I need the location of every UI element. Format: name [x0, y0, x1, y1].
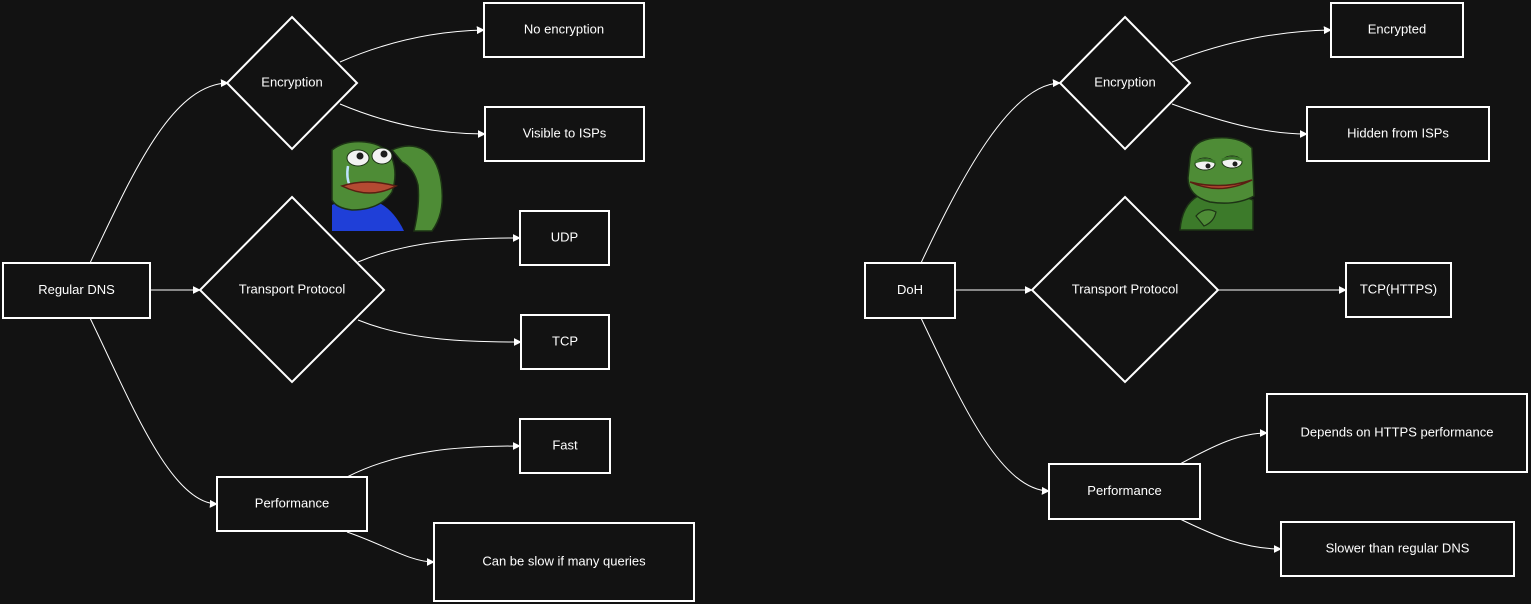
regular-dns-node: Regular DNS — [2, 262, 151, 319]
doh-encryption-label: Encryption — [1094, 74, 1155, 89]
sad-frog-icon — [331, 140, 444, 232]
doh-diagram: DoH Encryption Encrypted Hidden from ISP… — [864, 2, 1528, 577]
edge-doh-performance-slower — [1179, 518, 1282, 553]
udp-node: UDP — [519, 210, 610, 266]
edge-root-performance — [89, 317, 218, 508]
transport-decision: Transport Protocol — [198, 195, 386, 384]
no-encryption-node: No encryption — [483, 2, 645, 58]
hidden-isps-label: Hidden from ISPs — [1347, 125, 1449, 140]
depends-https-node: Depends on HTTPS performance — [1266, 393, 1528, 473]
slow-label: Can be slow if many queries — [482, 553, 646, 568]
edge-performance-fast — [346, 442, 521, 478]
smug-frog-icon — [1179, 136, 1255, 231]
performance-node: Performance — [216, 476, 368, 532]
regular-dns-label: Regular DNS — [38, 282, 115, 297]
slow-node: Can be slow if many queries — [433, 522, 695, 602]
edge-encryption-visible — [339, 103, 486, 138]
edge-doh-performance — [920, 317, 1050, 495]
hidden-isps-node: Hidden from ISPs — [1306, 106, 1490, 162]
doh-performance-node: Performance — [1048, 463, 1201, 520]
regular-dns-diagram: Regular DNS Encryption No encryption Vis… — [2, 2, 695, 602]
tcp-node: TCP — [520, 314, 610, 370]
edge-performance-slow — [346, 531, 435, 566]
visible-isps-node: Visible to ISPs — [484, 106, 645, 162]
visible-isps-label: Visible to ISPs — [523, 125, 607, 140]
slower-node: Slower than regular DNS — [1280, 521, 1515, 577]
tcp-https-label: TCP(HTTPS) — [1360, 281, 1437, 296]
fast-node: Fast — [519, 418, 611, 474]
encrypted-label: Encrypted — [1368, 21, 1427, 36]
doh-performance-label: Performance — [1087, 483, 1161, 498]
no-encryption-label: No encryption — [524, 21, 604, 36]
edge-doh-encryption — [920, 79, 1061, 264]
edge-doh-encryption-hidden — [1171, 103, 1308, 138]
doh-label: DoH — [897, 282, 923, 297]
performance-label: Performance — [255, 495, 329, 510]
udp-label: UDP — [551, 229, 578, 244]
encrypted-node: Encrypted — [1330, 2, 1464, 58]
doh-transport-label: Transport Protocol — [1072, 281, 1179, 296]
tcp-label: TCP — [552, 333, 578, 348]
doh-transport-decision: Transport Protocol — [1030, 195, 1220, 384]
edge-transport-udp — [357, 234, 521, 263]
tcp-https-node: TCP(HTTPS) — [1345, 262, 1452, 318]
fast-label: Fast — [552, 437, 578, 452]
edge-doh-encryption-encrypted — [1171, 26, 1332, 63]
encryption-decision: Encryption — [225, 15, 359, 151]
slower-label: Slower than regular DNS — [1326, 540, 1470, 555]
edge-doh-performance-depends — [1179, 429, 1268, 465]
encryption-label: Encryption — [261, 74, 322, 89]
doh-encryption-decision: Encryption — [1058, 15, 1192, 151]
depends-https-label: Depends on HTTPS performance — [1301, 424, 1494, 439]
transport-label: Transport Protocol — [239, 281, 346, 296]
doh-node: DoH — [864, 262, 956, 319]
edge-root-encryption — [89, 79, 229, 264]
edge-transport-tcp — [357, 319, 522, 346]
edge-encryption-noencryption — [339, 26, 485, 63]
